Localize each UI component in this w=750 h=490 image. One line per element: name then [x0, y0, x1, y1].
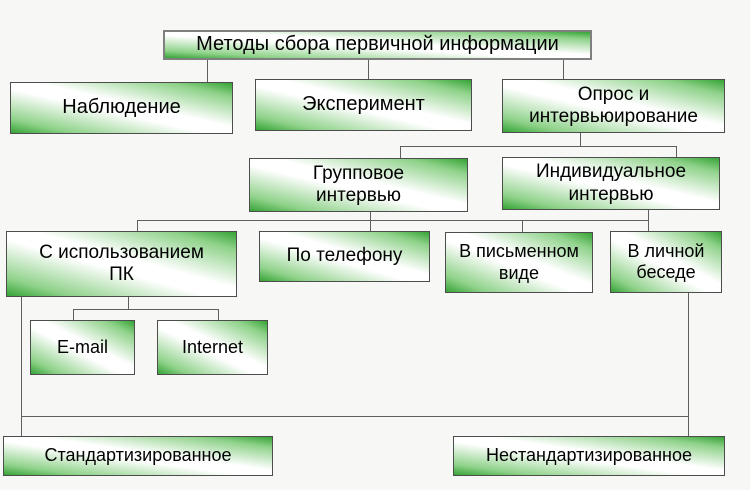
- connector-root-observation: [207, 60, 208, 82]
- connector-root-survey: [563, 60, 564, 79]
- node-non-standardized: Нестандартизированное: [453, 436, 725, 476]
- connector-pc-stub: [137, 220, 138, 231]
- node-by-phone: По телефону: [259, 231, 430, 282]
- connector-survey-down: [580, 133, 581, 147]
- node-standardized: Стандартизированное: [3, 436, 273, 476]
- node-written-form: В письменном виде: [445, 232, 593, 293]
- node-methods-root: Методы сбора первичной информации: [163, 30, 592, 60]
- connector-nonstandardized-drop: [688, 293, 689, 436]
- connector-bottom-rail: [21, 416, 689, 417]
- node-survey-interviewing: Опрос и интервьюирование: [502, 79, 725, 133]
- node-pc-based: С использованием ПК: [6, 231, 237, 297]
- connector-group-stub: [400, 146, 401, 158]
- connector-row4-rail: [137, 220, 649, 221]
- connector-individual-stub: [676, 146, 677, 157]
- node-internet: Internet: [157, 320, 268, 375]
- node-personal-conversation: В личной беседе: [610, 231, 722, 293]
- node-observation: Наблюдение: [10, 82, 233, 134]
- connector-pc-down: [128, 297, 129, 310]
- node-experiment: Эксперимент: [255, 79, 472, 131]
- connector-interviews-rail: [400, 146, 677, 147]
- node-email: E-mail: [30, 320, 135, 375]
- connector-standardized-drop: [21, 297, 22, 436]
- connector-group-down: [370, 212, 371, 231]
- node-individual-interview: Индивидуальное интервью: [502, 157, 720, 210]
- connector-internet-stub: [218, 309, 219, 320]
- connector-email-stub: [73, 309, 74, 320]
- connector-written-stub: [522, 220, 523, 232]
- connector-root-experiment: [368, 60, 369, 79]
- connector-online-rail: [73, 309, 219, 310]
- node-group-interview: Групповое интервью: [249, 158, 468, 212]
